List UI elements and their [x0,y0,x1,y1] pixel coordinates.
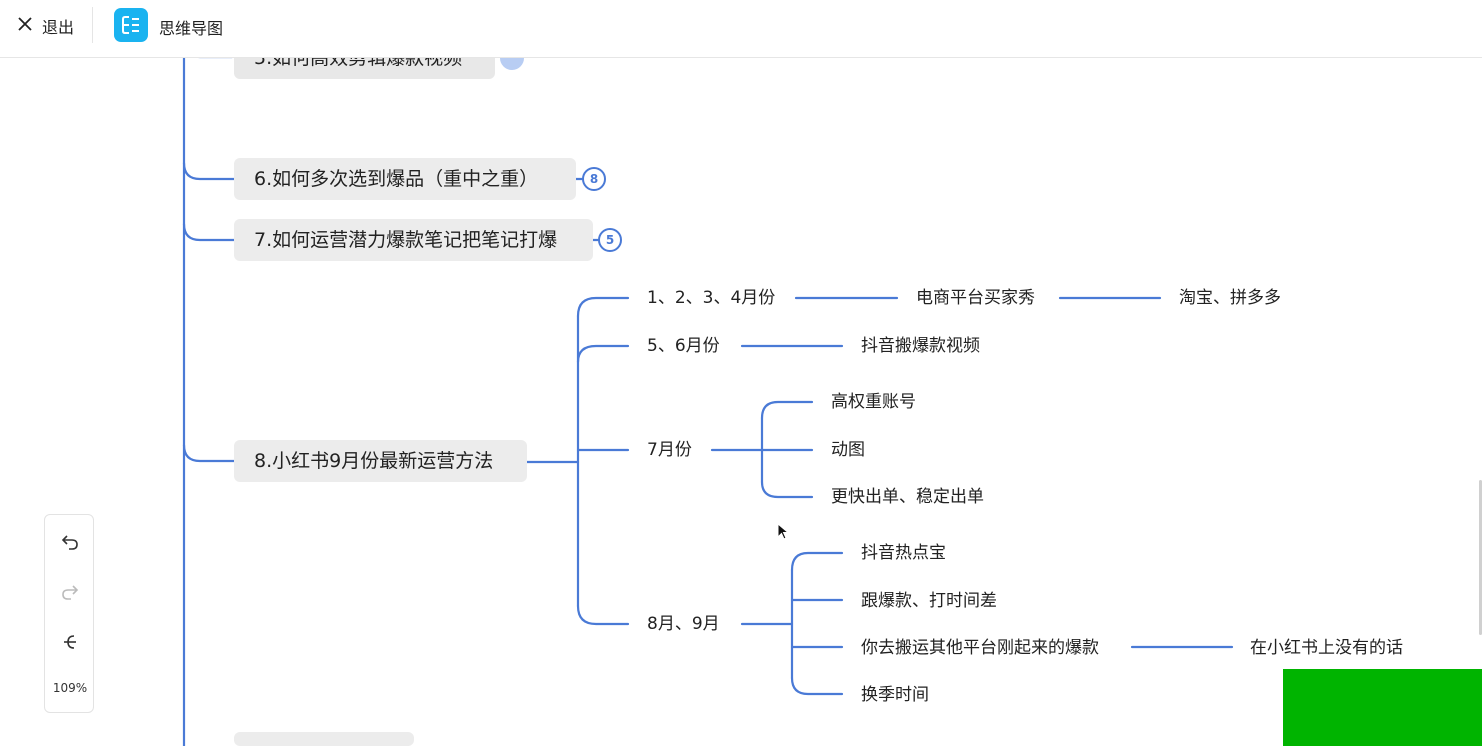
month-node[interactable]: 7月份 [647,440,692,460]
zoom-level[interactable]: 109% [52,681,88,695]
collapse-badge-topic-7[interactable]: 5 [598,228,622,252]
app-title: 思维导图 [159,19,224,38]
topic-6[interactable]: 6.如何多次选到爆品（重中之重） [234,158,576,200]
mindmap-layout-icon[interactable] [58,630,82,654]
child-node[interactable]: 抖音搬爆款视频 [861,336,980,356]
collapse-badge-topic-6[interactable]: 8 [582,167,606,191]
month-node[interactable]: 5、6月份 [647,336,720,356]
month-node[interactable]: 8月、9月 [647,614,720,634]
child-node[interactable]: 更快出单、稳定出单 [831,487,984,507]
divider [92,7,93,43]
mindmap-icon [114,8,148,42]
topic-label: 7.如何运营潜力爆款笔记把笔记打爆 [254,229,558,251]
green-overlay [1283,669,1482,746]
child-node[interactable]: 换季时间 [861,685,929,705]
child-node[interactable]: 抖音热点宝 [861,543,946,563]
top-bar: 退出 思维导图 [0,0,1482,58]
topic-7[interactable]: 7.如何运营潜力爆款笔记把笔记打爆 [234,219,593,261]
exit-button[interactable]: 退出 [16,14,74,38]
undo-icon[interactable] [58,529,82,553]
mouse-cursor-icon [777,522,790,545]
child-node[interactable]: 高权重账号 [831,392,916,412]
child-node[interactable]: 你去搬运其他平台刚起来的爆款 [861,638,1099,658]
child-node[interactable]: 在小红书上没有的话 [1250,638,1403,658]
redo-icon[interactable] [58,579,82,603]
topic-label: 8.小红书9月份最新运营方法 [254,450,494,472]
exit-label: 退出 [42,18,75,37]
child-node[interactable]: 电商平台买家秀 [916,288,1035,308]
topic-label: 6.如何多次选到爆品（重中之重） [254,168,539,190]
child-node[interactable]: 跟爆款、打时间差 [861,591,997,611]
topic-9-partial[interactable] [234,732,414,746]
child-node[interactable]: 动图 [831,440,865,460]
month-node[interactable]: 1、2、3、4月份 [647,288,776,308]
vertical-scrollbar[interactable] [1479,480,1482,635]
canvas-toolbar: 109% [44,514,94,713]
close-icon [16,15,34,37]
topic-8[interactable]: 8.小红书9月份最新运营方法 [234,440,527,482]
child-node[interactable]: 淘宝、拼多多 [1179,288,1281,308]
